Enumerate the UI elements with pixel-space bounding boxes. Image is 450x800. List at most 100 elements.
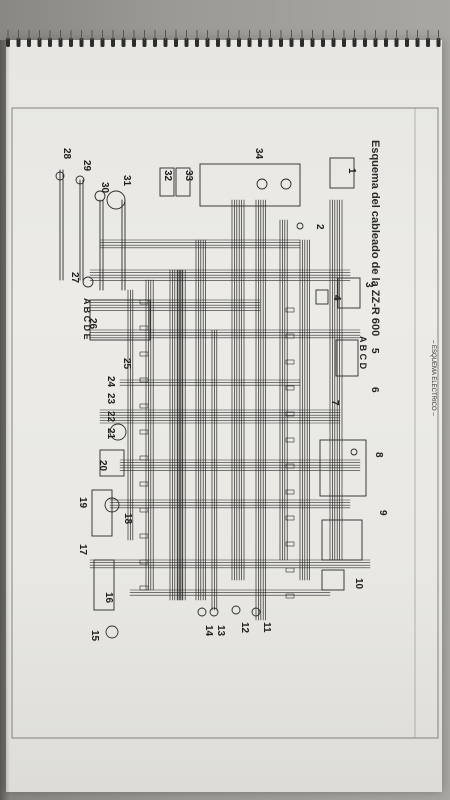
connector-tick xyxy=(285,333,295,339)
callout-1: 1 xyxy=(346,168,357,174)
callout-6: 6 xyxy=(369,387,380,393)
bulb-12 xyxy=(231,605,241,615)
connector-tick xyxy=(285,463,295,469)
spiral-hole xyxy=(153,38,157,47)
callout-25: 25 xyxy=(121,358,132,370)
callout-33: 33 xyxy=(183,170,194,182)
spiral-hole xyxy=(79,38,84,47)
page-border xyxy=(11,107,439,739)
callout-18: 18 xyxy=(122,513,133,525)
callout-24: 24 xyxy=(105,376,116,388)
spiral-hole xyxy=(16,38,21,47)
connector-tick xyxy=(139,455,149,461)
sensor-19 xyxy=(104,497,120,513)
spiral-hole xyxy=(279,38,283,47)
lamp-30 xyxy=(94,190,106,202)
bulb-29 xyxy=(75,175,85,185)
connector-abcde xyxy=(89,299,151,341)
spiral-hole xyxy=(310,38,315,47)
spiral-hole xyxy=(205,38,210,47)
connector-tick xyxy=(285,307,295,313)
spiral-hole xyxy=(163,38,168,47)
callout-8: 8 xyxy=(373,452,384,458)
connector-tick xyxy=(139,325,149,331)
meter-panel xyxy=(199,163,301,207)
gauge-b xyxy=(256,178,268,190)
diode-8 xyxy=(350,448,358,456)
spiral-hole xyxy=(6,38,10,47)
callout-21: 21 xyxy=(105,428,116,440)
callout-34: 34 xyxy=(253,148,264,160)
spiral-hole xyxy=(394,38,399,47)
connector-tick xyxy=(285,437,295,443)
connector-tick xyxy=(139,351,149,357)
spiral-hole xyxy=(342,38,346,47)
bulb-11 xyxy=(251,607,261,617)
spiral-hole xyxy=(373,38,378,47)
diagram-title: Esquema del cableado de la ZZ-R 600 xyxy=(369,140,381,336)
spiral-hole xyxy=(384,38,388,47)
callout-30: 30 xyxy=(99,182,110,194)
callout-13: 13 xyxy=(215,625,226,637)
fuse xyxy=(315,289,329,305)
bulb-14 xyxy=(197,607,207,617)
battery xyxy=(93,559,115,611)
callout-28: 28 xyxy=(61,148,72,160)
starter-relay xyxy=(321,569,345,591)
wiring-harness xyxy=(59,169,371,621)
spiral-binding xyxy=(6,30,441,47)
connector-tick xyxy=(285,593,295,599)
spiral-hole xyxy=(121,38,126,47)
relay-box xyxy=(319,439,367,497)
spiral-hole xyxy=(69,38,73,47)
ignition-block xyxy=(329,157,355,189)
callout-16: 16 xyxy=(103,592,114,604)
callout-7: 7 xyxy=(329,400,340,406)
spiral-hole xyxy=(90,38,94,47)
connector-tick xyxy=(285,567,295,573)
callout-9: 9 xyxy=(377,510,388,516)
switch-32 xyxy=(159,167,175,197)
switch-33 xyxy=(175,167,191,197)
callout-31: 31 xyxy=(121,175,132,187)
spiral-hole xyxy=(426,38,430,47)
spiral-hole xyxy=(100,38,105,47)
spiral-hole xyxy=(27,38,31,47)
callout-29: 29 xyxy=(81,160,92,172)
callout-27: 27 xyxy=(69,272,80,284)
horn-21 xyxy=(109,423,127,441)
spiral-hole xyxy=(216,38,220,47)
callout-14: 14 xyxy=(203,625,214,637)
lamp-27 xyxy=(82,276,94,288)
callout-4: 4 xyxy=(331,295,342,301)
callout-19: 19 xyxy=(77,497,88,509)
connector-tick xyxy=(139,481,149,487)
connector-tick xyxy=(139,507,149,513)
connector-tick xyxy=(285,489,295,495)
page-shadow xyxy=(0,40,10,800)
spiral-hole xyxy=(436,38,441,47)
connector-letters-upper: A B C D xyxy=(358,336,368,370)
callout-17: 17 xyxy=(77,544,88,556)
running-title: – ESQUEMA ELECTRICO – xyxy=(430,340,436,416)
spiral-hole xyxy=(174,38,178,47)
notebook-page xyxy=(6,40,442,792)
spiral-hole xyxy=(321,38,325,47)
callout-5: 5 xyxy=(369,348,380,354)
spiral-hole xyxy=(331,38,336,47)
node-2 xyxy=(296,222,304,230)
spiral-hole xyxy=(415,38,420,47)
ignitor xyxy=(321,519,363,561)
spiral-hole xyxy=(405,38,409,47)
spiral-hole xyxy=(142,38,147,47)
callout-12: 12 xyxy=(239,622,250,634)
spiral-hole xyxy=(48,38,52,47)
callout-32: 32 xyxy=(162,170,173,182)
connector-abcd xyxy=(335,339,359,377)
regulator xyxy=(337,277,361,309)
spiral-hole xyxy=(352,38,357,47)
junction xyxy=(91,489,113,537)
connector-letters-lower: A B C D E xyxy=(82,298,92,340)
spiral-hole xyxy=(300,38,304,47)
